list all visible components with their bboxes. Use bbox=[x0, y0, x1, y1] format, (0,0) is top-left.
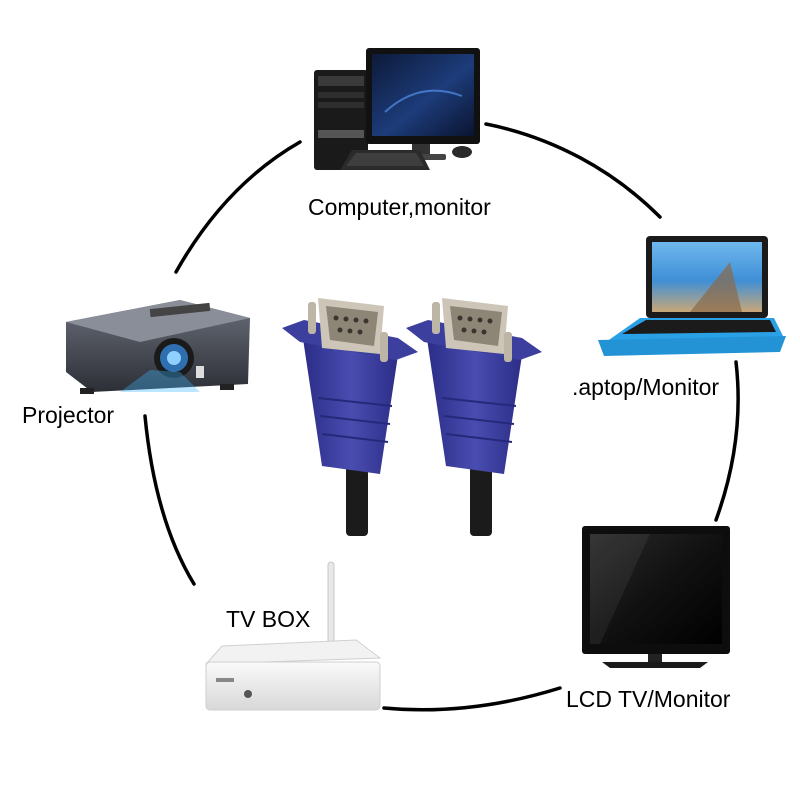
lcd-tv-icon bbox=[582, 526, 730, 668]
projector-label: Projector bbox=[22, 402, 115, 428]
projector-icon bbox=[66, 300, 250, 394]
lcd-tv-monitor-label: LCD TV/Monitor bbox=[566, 686, 731, 712]
laptop-monitor-label: .aptop/Monitor bbox=[572, 374, 720, 400]
desktop-computer-icon bbox=[314, 48, 480, 170]
vga-connector-right bbox=[406, 298, 542, 536]
vga-connector-left bbox=[282, 298, 418, 536]
tv-box-icon bbox=[204, 561, 382, 711]
ring-arc-computer-laptop bbox=[484, 122, 662, 219]
ring-arc-laptop-lcd bbox=[714, 360, 740, 522]
computer-monitor-label: Computer,monitor bbox=[308, 194, 491, 220]
ring-arc-tvbox-projector bbox=[143, 414, 196, 586]
tv-box-label: TV BOX bbox=[226, 606, 311, 632]
ring-arc-lcd-tvbox bbox=[382, 686, 562, 712]
laptop-icon bbox=[598, 236, 786, 356]
ring-arc-projector-computer bbox=[174, 140, 302, 274]
connection-ring bbox=[143, 122, 740, 712]
vga-cable-icon bbox=[282, 298, 542, 536]
